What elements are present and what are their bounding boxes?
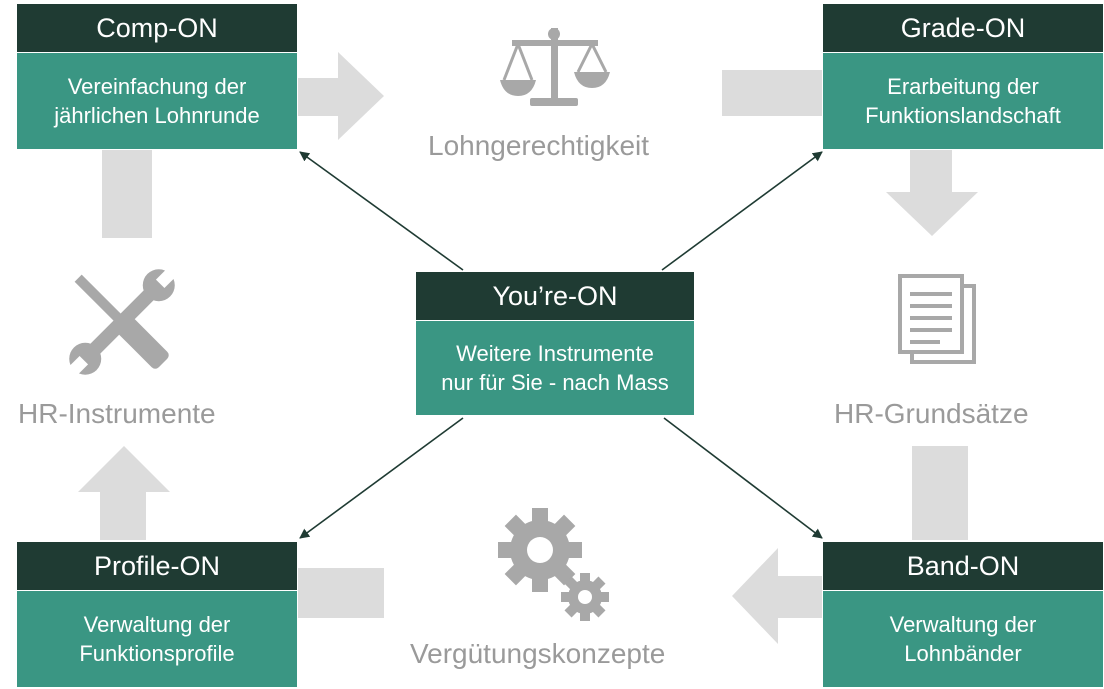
profile-on-title: Profile-ON [17,542,297,590]
connector-to-band [663,417,823,539]
arrow-profile-up [78,446,170,540]
connector-to-profile [299,417,464,539]
gears-icon [498,508,609,621]
comp-on-box: Comp-ON Vereinfachung der jährlichen Loh… [17,4,297,149]
youre-on-description: Weitere Instrumente nur für Sie - nach M… [416,320,694,415]
label-verguetungskonzepte: Vergütungskonzepte [410,638,666,669]
arrow-grade-down [886,150,978,236]
documents-icon [898,274,976,364]
arrow-comp-to-top [298,52,384,140]
arrow-band-to-bottom [732,548,822,644]
band-on-box: Band-ON Verwaltung der Lohnbänder [823,542,1103,687]
profile-on-box: Profile-ON Verwaltung der Funktionsprofi… [17,542,297,687]
bar-left-to-comp [102,150,152,238]
bar-bottom-to-profile [298,568,384,618]
grade-on-box: Grade-ON Erarbeitung der Funktionslandsc… [823,4,1103,149]
connector-to-grade [661,151,823,271]
grade-on-title: Grade-ON [823,4,1103,52]
comp-on-description: Vereinfachung der jährlichen Lohnrunde [17,52,297,149]
band-on-title: Band-ON [823,542,1103,590]
scales-icon [500,28,610,106]
label-lohngerechtigkeit: Lohngerechtigkeit [428,130,650,161]
grade-on-description: Erarbeitung der Funktionslandschaft [823,52,1103,149]
bar-top-to-grade [722,70,822,116]
connector-to-comp [299,151,464,271]
tools-icon [66,266,178,378]
label-hr-grundsaetze: HR-Grundsätze [834,398,1029,429]
label-hr-instrumente: HR-Instrumente [18,398,216,429]
comp-on-title: Comp-ON [17,4,297,52]
bar-right-to-band [912,446,968,540]
youre-on-box: You’re-ON Weitere Instrumente nur für Si… [416,272,694,415]
youre-on-title: You’re-ON [416,272,694,320]
profile-on-description: Verwaltung der Funktionsprofile [17,590,297,687]
band-on-description: Verwaltung der Lohnbänder [823,590,1103,687]
